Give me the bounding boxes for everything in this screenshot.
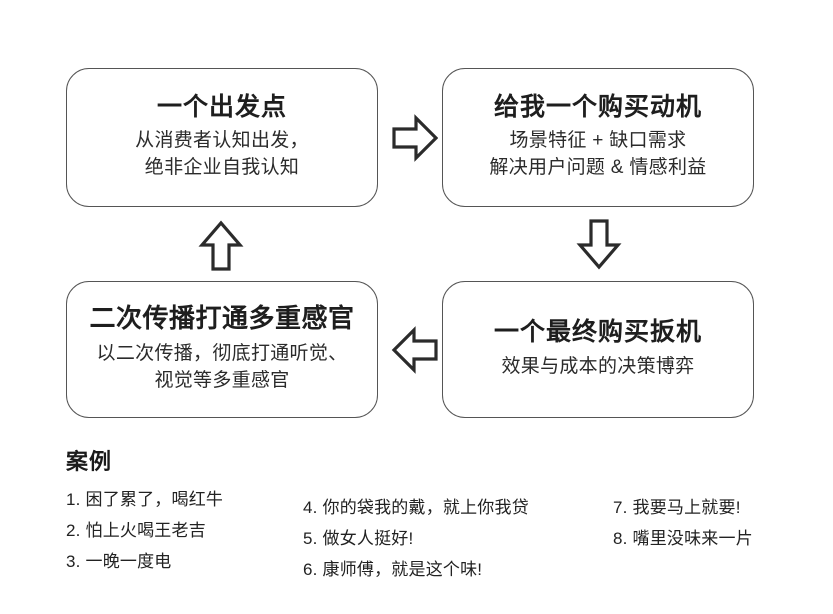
case-item: 7. 我要马上就要! <box>613 498 741 518</box>
cases-column-1: 1. 困了累了，喝红牛 2. 怕上火喝王老吉 3. 一晚一度电 <box>66 484 223 577</box>
box-top-left-subtitle-line2: 绝非企业自我认知 <box>144 157 300 179</box>
case-item: 3. 一晚一度电 <box>66 552 172 572</box>
case-item: 4. 你的袋我的戴，就上你我贷 <box>303 498 529 518</box>
cases-columns: 1. 困了累了，喝红牛 2. 怕上火喝王老吉 3. 一晚一度电 4. 你的袋我的… <box>66 484 826 594</box>
box-bottom-left-subtitle-line1: 以二次传播，彻底打通听觉、 <box>96 342 348 364</box>
box-top-right-subtitle-line1: 场景特征 + 缺口需求 <box>509 130 687 152</box>
box-top-right-subtitle-line2: 解决用户问题 & 情感利益 <box>489 157 707 179</box>
arrow-left-icon <box>391 326 438 374</box>
box-bottom-right-title: 一个最终购买扳机 <box>493 318 702 347</box>
box-bottom-left-title: 二次传播打通多重感官 <box>89 303 355 334</box>
box-top-right-subtitle: 场景特征 + 缺口需求 解决用户问题 & 情感利益 <box>489 128 706 182</box>
box-top-right[interactable]: 给我一个购买动机 场景特征 + 缺口需求 解决用户问题 & 情感利益 <box>442 68 754 207</box>
box-bottom-right-subtitle-line1: 效果与成本的决策博弈 <box>501 355 695 377</box>
case-item: 5. 做女人挺好! <box>303 529 414 549</box>
cases-heading: 案例 <box>66 449 113 474</box>
box-top-left-subtitle-line1: 从消费者认知出发， <box>135 130 309 152</box>
arrow-down-icon <box>576 219 622 270</box>
box-bottom-left-subtitle-line2: 视觉等多重感官 <box>154 369 290 391</box>
box-top-left-title: 一个出发点 <box>156 92 287 121</box>
box-bottom-right[interactable]: 一个最终购买扳机 效果与成本的决策博弈 <box>442 281 754 418</box>
box-bottom-left-subtitle: 以二次传播，彻底打通听觉、 视觉等多重感官 <box>97 341 348 395</box>
arrow-right-icon <box>392 114 438 162</box>
cases-section: 案例 1. 困了累了，喝红牛 2. 怕上火喝王老吉 3. 一晚一度电 4. 你的… <box>66 449 826 594</box>
box-top-left[interactable]: 一个出发点 从消费者认知出发， 绝非企业自我认知 <box>66 68 378 207</box>
cases-column-3: 7. 我要马上就要! 8. 嘴里没味来一片 <box>613 492 753 554</box>
case-item: 8. 嘴里没味来一片 <box>613 529 753 549</box>
case-item: 6. 康师傅，就是这个味! <box>303 560 483 580</box>
box-top-right-title: 给我一个购买动机 <box>493 92 702 121</box>
box-bottom-right-subtitle: 效果与成本的决策博弈 <box>501 354 694 381</box>
case-item: 1. 困了累了，喝红牛 <box>66 490 224 510</box>
box-top-left-subtitle: 从消费者认知出发， 绝非企业自我认知 <box>135 128 309 182</box>
cases-column-2: 4. 你的袋我的戴，就上你我贷 5. 做女人挺好! 6. 康师傅，就是这个味! <box>303 492 529 585</box>
case-item: 2. 怕上火喝王老吉 <box>66 521 206 541</box>
arrow-up-icon <box>198 220 244 271</box>
box-bottom-left[interactable]: 二次传播打通多重感官 以二次传播，彻底打通听觉、 视觉等多重感官 <box>66 281 378 418</box>
